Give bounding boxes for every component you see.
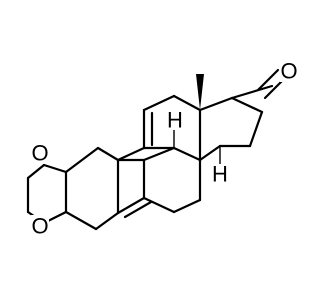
label-background xyxy=(167,110,183,130)
label-background xyxy=(31,142,49,164)
bond xyxy=(230,96,264,114)
bond xyxy=(142,196,176,214)
label-background xyxy=(212,164,228,184)
bond xyxy=(26,163,46,180)
bond xyxy=(172,146,202,162)
bond xyxy=(142,146,176,162)
bond xyxy=(172,94,202,112)
oxygen-label: O xyxy=(31,141,48,166)
oxygen-label: O xyxy=(280,59,297,84)
bond xyxy=(248,110,264,148)
bond xyxy=(123,200,153,219)
hydrogen-label: H xyxy=(167,108,183,133)
bond xyxy=(256,68,280,92)
atom-label-layer: O O O H H xyxy=(31,59,298,239)
bond xyxy=(96,146,120,162)
label-background xyxy=(31,215,49,237)
bond xyxy=(116,146,146,162)
hydrogen-label: H xyxy=(212,162,228,187)
bond xyxy=(94,211,120,231)
bond xyxy=(42,163,68,174)
bond-layer xyxy=(26,68,287,231)
label-background xyxy=(280,60,298,82)
bond xyxy=(198,144,222,162)
bond xyxy=(64,210,98,231)
bond xyxy=(230,84,274,100)
bond xyxy=(198,96,234,112)
bond xyxy=(64,146,100,174)
oxygen-label: O xyxy=(31,214,48,239)
molecule-diagram: O O O H H xyxy=(26,59,298,239)
bond xyxy=(172,198,202,214)
bond xyxy=(142,94,176,112)
stereo-wedge-bond xyxy=(196,74,204,110)
bond xyxy=(116,196,146,215)
